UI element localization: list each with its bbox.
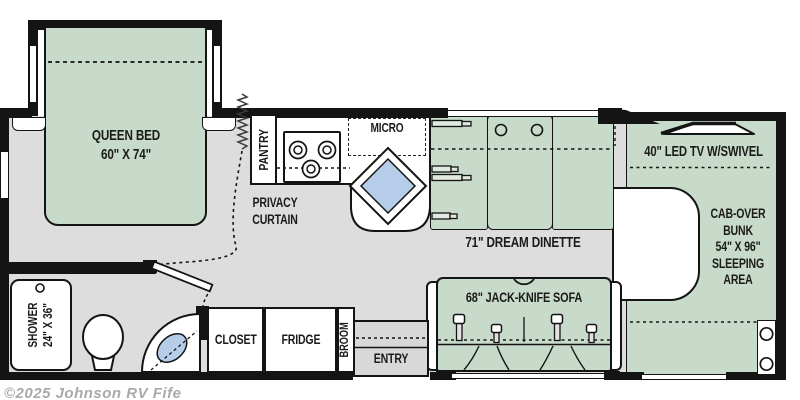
shower-line1: SHOWER <box>26 302 40 348</box>
window-above-dinette <box>448 110 600 117</box>
queen-bed-label: QUEEN BED 60" X 74" <box>63 127 189 165</box>
window-behind-sofa <box>452 373 604 379</box>
sofa-foot-right <box>604 371 620 380</box>
shower-label-wrap: SHOWER 24" X 36" <box>10 279 72 371</box>
bunk-line4: SLEEPING <box>711 255 764 271</box>
broom-label: BROOM <box>339 322 352 358</box>
fridge-label: FRIDGE <box>281 331 320 347</box>
privacy-line2: CURTAIN <box>252 211 298 227</box>
broom-label-wrap: BROOM <box>337 307 355 373</box>
closet-label: CLOSET <box>214 331 257 347</box>
slideout-wall-top <box>28 20 222 30</box>
wall-bottom-4 <box>726 372 786 380</box>
wall-bottom-3 <box>618 372 644 380</box>
dinette-label: 71" DREAM DINETTE <box>465 234 581 251</box>
privacy-curtain-label: PRIVACY CURTAIN <box>246 195 304 229</box>
pantry-label-wrap: PANTRY <box>250 114 277 185</box>
privacy-line1: PRIVACY <box>252 195 298 210</box>
pantry-label: PANTRY <box>255 128 271 171</box>
micro-label: MICRO <box>370 120 404 135</box>
shower-label: SHOWER 24" X 36" <box>26 303 56 348</box>
slideout-window-right <box>213 46 221 102</box>
cab-seats-cutout <box>612 187 700 301</box>
bunk-line5: AREA <box>723 272 753 287</box>
window-left-wall <box>0 152 9 198</box>
queen-bed-line1: QUEEN BED <box>91 127 161 144</box>
shower <box>10 279 72 371</box>
entry-label: ENTRY <box>373 351 409 366</box>
sofa-label: 68" JACK-KNIFE SOFA <box>465 289 583 305</box>
watermark: ©2025 Johnson RV Fife <box>4 385 182 400</box>
pantry-cabinet <box>250 114 277 185</box>
shower-line2: 24" X 36" <box>41 303 55 347</box>
wall-bathroom <box>0 262 156 274</box>
dinette-table <box>487 114 553 230</box>
nightstand-right <box>202 117 236 131</box>
wall-bottom-1 <box>0 372 353 380</box>
wall-top-cap <box>598 108 622 118</box>
bunk-line3: 54" X 96" <box>715 239 761 254</box>
cabover-bunk-label: CAB-OVER BUNK 54" X 96" SLEEPING AREA <box>707 206 769 289</box>
queen-bed <box>44 26 207 226</box>
window-bottom-cab <box>642 374 728 380</box>
dinette-bench-left <box>430 114 488 230</box>
queen-bed-line2: 60" X 74" <box>100 145 152 163</box>
fridge <box>264 307 337 373</box>
dinette-bench-right <box>552 114 614 230</box>
wall-top-cab <box>620 112 776 121</box>
wall-right <box>776 112 786 380</box>
fridge-label-wrap: FRIDGE <box>264 307 337 373</box>
cab-console-strip <box>757 320 776 375</box>
slideout-window-left <box>29 46 37 102</box>
wall-left <box>0 108 9 374</box>
entry-step <box>353 320 429 377</box>
wall-top-left-stub <box>8 108 32 118</box>
closet <box>207 307 264 373</box>
tv-label: 40" LED TV W/SWIVEL <box>644 144 763 160</box>
wall-top-main <box>212 108 448 118</box>
sofa-foot-left <box>436 371 452 380</box>
closet-label-wrap: CLOSET <box>207 307 264 373</box>
bunk-line1: CAB-OVER <box>710 206 766 221</box>
stove <box>283 131 341 183</box>
nightstand-left <box>12 117 46 131</box>
bunk-line2: BUNK <box>723 222 753 238</box>
